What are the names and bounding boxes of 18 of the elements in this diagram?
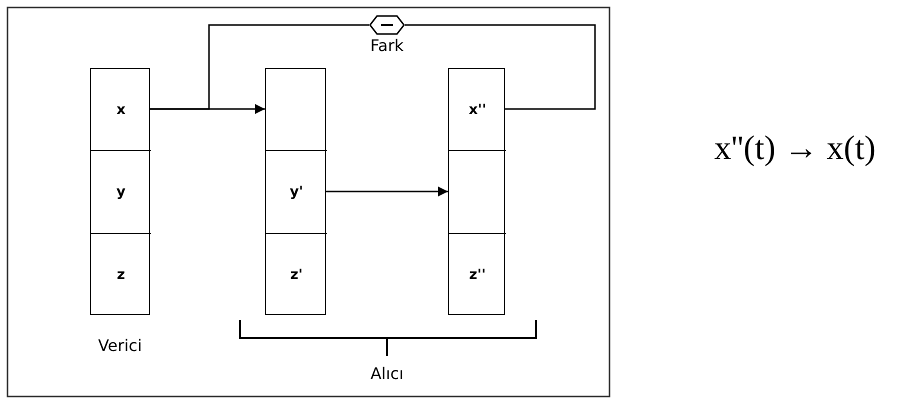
register-column <box>265 68 326 315</box>
cell-label: y <box>116 184 126 200</box>
cell-label: z' <box>290 267 303 283</box>
group-label: Alıcı <box>370 364 404 383</box>
connector-line <box>150 24 369 110</box>
connector-line <box>326 186 448 196</box>
cell-label: y' <box>290 184 304 200</box>
cell-label: z <box>116 267 126 283</box>
node-caption: Verici <box>98 336 142 355</box>
register-column <box>448 68 505 315</box>
cell-label: x'' <box>468 102 486 118</box>
register-column <box>90 68 150 315</box>
cell-label: x <box>116 102 126 118</box>
node-caption: Fark <box>370 36 404 55</box>
cell-label: z'' <box>469 267 486 283</box>
subtraction-hexagon <box>369 15 405 35</box>
formula: x''(t) → x(t) <box>714 130 876 168</box>
connector-line <box>405 24 596 110</box>
